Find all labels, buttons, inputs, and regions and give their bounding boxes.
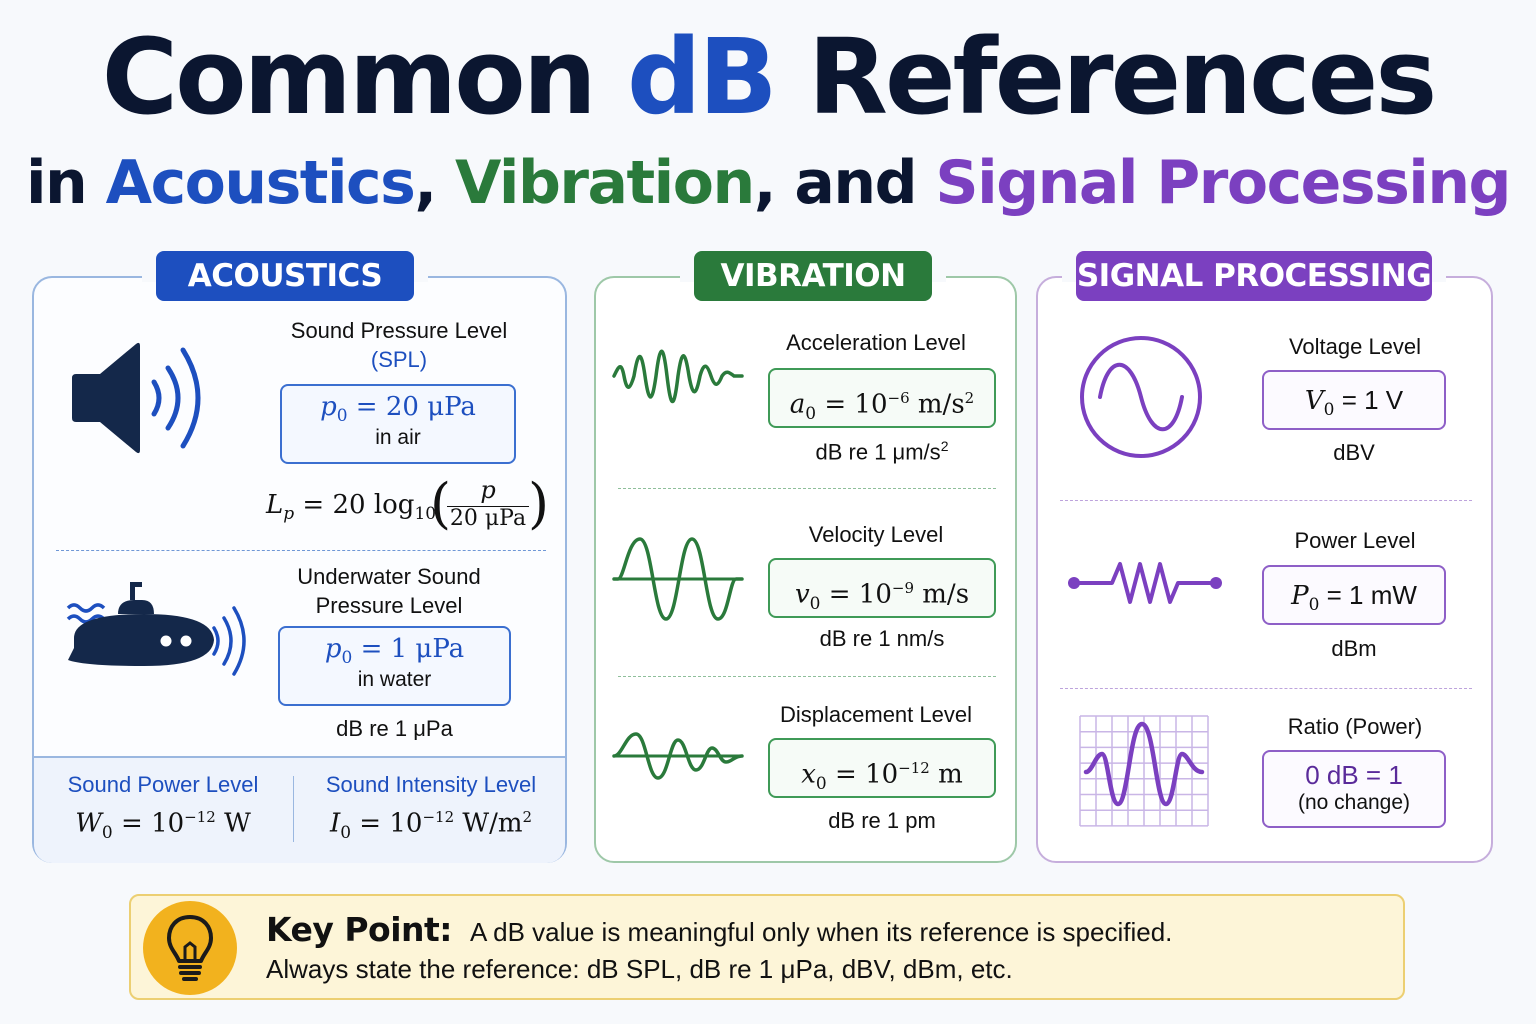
acoustics-footer: [34, 756, 565, 863]
page-subtitle: in Acoustics, Vibration, and Signal Proc…: [25, 148, 1512, 218]
signal-item-unit: dBm: [1331, 636, 1377, 661]
underwater-label: Underwater Sound Pressure Level: [297, 564, 481, 618]
spl-equation: Lp = 20 log10 ( p 20 μPa ): [266, 472, 550, 535]
vibration-divider: [618, 676, 996, 677]
sound-intensity-formula: I0 = 10−12 W/m2: [329, 808, 533, 843]
vibration-tab: VIBRATION: [694, 251, 932, 301]
signal-reference-box: V0 = 1 V: [1262, 370, 1446, 430]
vibration-reference-box: a0 = 10−6 m/s2: [768, 368, 996, 428]
vibration-reference-box: x0 = 10−12 m: [768, 738, 996, 798]
signal-divider: [1060, 500, 1472, 501]
vibration-reference-box: v0 = 10−9 m/s: [768, 558, 996, 618]
subtitle-acoustics: Acoustics: [105, 148, 416, 218]
vibration-item-label: Velocity Level: [808, 522, 944, 547]
vibration-panel: VIBRATION Acceleration Level a0 = 10−6 m…: [594, 251, 1017, 863]
underwater-unit: dB re 1 μPa: [336, 716, 453, 741]
vibration-divider: [618, 488, 996, 489]
signal-panel: SIGNAL PROCESSING Voltage Level V0 = 1 V…: [1036, 251, 1493, 863]
key-point-banner: Key Point:A dB value is meaningful only …: [129, 894, 1405, 1000]
signal-item-label: Voltage Level: [1288, 334, 1422, 359]
spl-reference-box: p0 = 20 μPa in air: [280, 384, 516, 464]
vibration-item-unit: dB re 1 pm: [828, 808, 936, 833]
page-title: Common dB References: [101, 16, 1437, 138]
signal-reference-box: P0 = 1 mW: [1262, 565, 1446, 625]
sound-power-formula: W0 = 10−12 W: [75, 808, 251, 843]
vibration-item-label: Displacement Level: [780, 702, 972, 727]
signal-item-label: Power Level: [1294, 528, 1416, 553]
underwater-reference-box: p0 = 1 μPa in water: [278, 626, 511, 706]
signal-reference-box: 0 dB = 1 (no change): [1262, 750, 1446, 828]
vibration-item-label: Acceleration Level: [786, 330, 966, 355]
submarine-icon: [66, 582, 246, 676]
signal-item-label: Ratio (Power): [1287, 714, 1423, 739]
signal-divider: [1060, 688, 1472, 689]
acoustics-panel: ACOUSTICS Sound Pressure Level (SPL) p0 …: [32, 251, 567, 863]
spl-label: Sound Pressure Level (SPL): [290, 318, 508, 372]
resistor-icon: [1068, 562, 1222, 604]
acoustics-tab: ACOUSTICS: [156, 251, 414, 301]
key-point-heading: Key Point:: [266, 910, 453, 949]
sound-power-label: Sound Power Level: [67, 772, 259, 797]
oscilloscope-icon: [1079, 715, 1209, 827]
sine-wave-icon: [612, 537, 744, 621]
key-point-line-1: Key Point:A dB value is meaningful only …: [266, 910, 1173, 949]
subtitle-signal: Signal Processing: [935, 148, 1511, 218]
wave-packet-icon: [612, 349, 744, 403]
vibration-item-unit: dB re 1 μm/s2: [815, 438, 949, 465]
ac-source-icon: [1080, 336, 1202, 458]
title-highlight: dB: [626, 16, 778, 138]
subtitle-vibration: Vibration: [455, 148, 755, 218]
lightbulb-icon: [143, 901, 237, 995]
signal-tab: SIGNAL PROCESSING: [1076, 251, 1432, 301]
vibration-item-unit: dB re 1 nm/s: [819, 626, 945, 651]
sound-intensity-label: Sound Intensity Level: [325, 772, 537, 797]
speaker-icon: [72, 342, 201, 454]
damped-wave-icon: [612, 732, 744, 780]
signal-item-unit: dBV: [1333, 440, 1375, 465]
acoustics-divider: [56, 550, 546, 551]
key-point-line-2: Always state the reference: dB SPL, dB r…: [266, 954, 1013, 984]
